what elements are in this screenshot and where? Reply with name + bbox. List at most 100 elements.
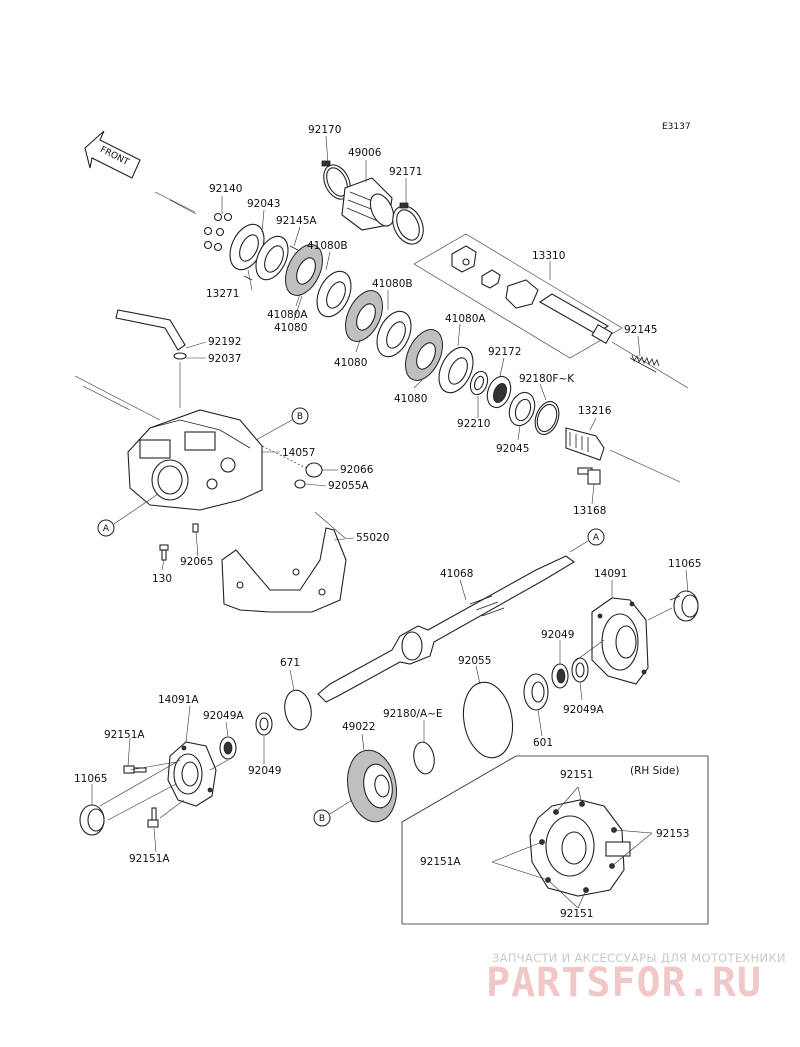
label-14057: 14057 [282,447,315,459]
ring-92210 [469,370,489,396]
front-arrow-icon: FRONT [84,130,141,179]
boot-49006 [341,177,395,231]
pin-92065 [192,523,199,533]
bolt-130 [159,544,169,561]
label-92210: 92210 [457,418,490,430]
diagram-code: E3137 [662,122,691,132]
label-92066: 92066 [340,464,374,476]
label-41080-3: 41080 [394,393,427,405]
svg-text:B: B [319,814,325,824]
steel-balls-92140 [203,212,233,252]
label-11065-left: 11065 [74,773,107,785]
label-14091A: 14091A [158,694,199,706]
label-49006: 49006 [348,147,382,159]
watermark: ЗАПЧАСТИ И АКСЕССУАРЫ ДЛЯ МОТОТЕХНИКИ PA… [486,951,786,1006]
label-92145A: 92145A [276,215,317,227]
ref-marker-b-gear: B [313,799,353,827]
drive-shaft-41068 [317,555,575,703]
label-92140: 92140 [209,183,242,195]
svg-text:B: B [297,412,303,422]
bolt-92151A-1 [123,765,147,774]
label-41068: 41068 [440,568,473,580]
label-92153: 92153 [656,828,689,840]
friction-disc-41080 [345,290,383,342]
shim-92180A-E [413,741,435,775]
assembly-guide-lines [74,191,689,539]
label-92170: 92170 [308,124,341,136]
label-41080B-1: 41080B [307,240,348,252]
shim-92180F-K [534,401,560,435]
bearing-92172 [486,375,512,409]
label-92151-bot: 92151 [560,908,593,920]
bearing-601 [523,673,549,711]
boot-clip-92171 [392,202,424,245]
steel-plate-41080B [316,270,352,318]
label-92049-left: 92049 [248,765,281,777]
friction-disc-41080A [285,244,323,296]
bearing-92049-left [255,712,273,736]
label-11065-right: 11065 [668,558,701,570]
label-92145: 92145 [624,324,657,336]
cover-14091A [167,741,217,807]
watermark-brand: PARTSFOR.RU [486,960,762,1006]
rh-side-inset [401,755,709,925]
label-671: 671 [280,657,300,669]
label-rh-side: (RH Side) [630,765,679,777]
propeller-shaft-13310 [413,233,623,359]
label-41080A-1: 41080A [267,309,308,321]
ref-marker-a-shaft: A [569,528,605,553]
label-92065: 92065 [180,556,213,568]
bracket-55020 [221,527,347,613]
bolt-92151A-2 [147,807,159,828]
bolt-13168 [577,467,601,485]
label-601: 601 [533,737,553,749]
svg-text:A: A [103,524,110,534]
pin-92145A [243,245,299,281]
label-14091: 14091 [594,568,627,580]
bearing-92049-right [551,663,569,689]
label-92049A-right: 92049A [563,704,604,716]
label-41080-2: 41080 [334,357,367,369]
gear-case-14057 [127,409,311,511]
svg-text:A: A [593,533,600,543]
seal-92049A-left [219,736,237,760]
label-92055A: 92055A [328,480,369,492]
label-92043: 92043 [247,198,280,210]
label-92151A-1: 92151A [104,729,145,741]
label-13310: 13310 [532,250,565,262]
o-ring-92055A [294,479,306,489]
label-41080-1: 41080 [274,322,307,334]
breather-tube-92192 [115,309,187,360]
ring-gear-49022 [347,749,397,823]
label-92172: 92172 [488,346,521,358]
label-92045: 92045 [496,443,529,455]
label-49022: 49022 [342,721,375,733]
watermark-tagline: ЗАПЧАСТИ И АКСЕССУАРЫ ДЛЯ МОТОТЕХНИКИ [492,951,786,965]
label-92037: 92037 [208,353,241,365]
label-92180A-E: 92180/A~E [383,708,443,720]
leader-lines [91,135,689,853]
part-labels: 92170 49006 92171 92140 92043 92145A 410… [74,124,701,920]
o-ring-671 [284,689,312,731]
o-ring-92055 [462,681,514,759]
label-92049-right: 92049 [541,629,574,641]
label-92151-top: 92151 [560,769,593,781]
label-92171: 92171 [389,166,422,178]
spring-92145 [629,354,660,373]
pinion-13216 [565,427,605,461]
label-41080B-2: 41080B [372,278,413,290]
plate-13271 [229,223,265,271]
label-92055: 92055 [458,655,491,667]
seal-11065-left [79,804,105,836]
label-92192: 92192 [208,336,241,348]
label-13168: 13168 [573,505,606,517]
friction-disc-41080-2 [405,329,443,381]
ref-marker-b-top: B [255,407,309,441]
label-92049A-left: 92049A [203,710,244,722]
plate-92043 [255,235,289,281]
rh-side-cover [529,799,631,897]
cap-92066 [305,462,323,478]
ref-marker-a-left: A [97,493,159,537]
label-13271: 13271 [206,288,239,300]
